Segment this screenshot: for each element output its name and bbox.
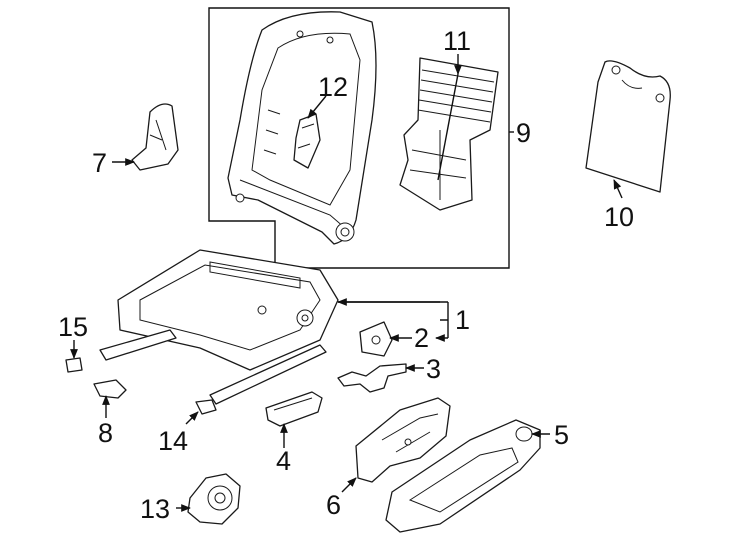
callout-10: 10 [604, 202, 634, 232]
seat-motor-part[interactable] [187, 473, 241, 525]
callout-11: 11 [443, 26, 471, 56]
fastener-part[interactable] [65, 357, 83, 373]
callout-12: 12 [318, 72, 348, 102]
leader-6 [341, 477, 357, 493]
callout-7: 7 [92, 148, 107, 178]
seat-cushion-frame-part[interactable] [99, 249, 339, 405]
seatback-panel-part[interactable] [585, 60, 671, 193]
callout-2: 2 [414, 323, 429, 353]
leader-10 [613, 179, 623, 199]
inner-shield-part[interactable] [355, 397, 451, 483]
callout-5: 5 [554, 420, 569, 450]
clip-part[interactable] [93, 379, 127, 399]
leader-1 [338, 301, 449, 338]
callout-1: 1 [455, 305, 470, 335]
lumbar-support-part[interactable] [399, 57, 499, 211]
side-bracket-part[interactable] [131, 103, 179, 171]
small-clip-part[interactable] [195, 399, 217, 415]
leader-14 [185, 411, 199, 425]
callout-3: 3 [426, 354, 441, 384]
callout-13: 13 [140, 494, 170, 524]
recliner-bracket-part[interactable] [359, 321, 393, 357]
leader-12 [307, 95, 327, 119]
callout-4: 4 [276, 446, 291, 476]
trim-cover-part[interactable] [265, 391, 323, 427]
callout-6: 6 [326, 490, 341, 520]
outer-shield-part[interactable] [385, 419, 541, 533]
link-bracket-part[interactable] [337, 363, 407, 393]
callout-9: 9 [516, 118, 531, 148]
callout-14: 14 [158, 426, 188, 456]
callout-15: 15 [58, 312, 88, 342]
leader-11b [437, 73, 459, 181]
callout-8: 8 [98, 418, 113, 448]
